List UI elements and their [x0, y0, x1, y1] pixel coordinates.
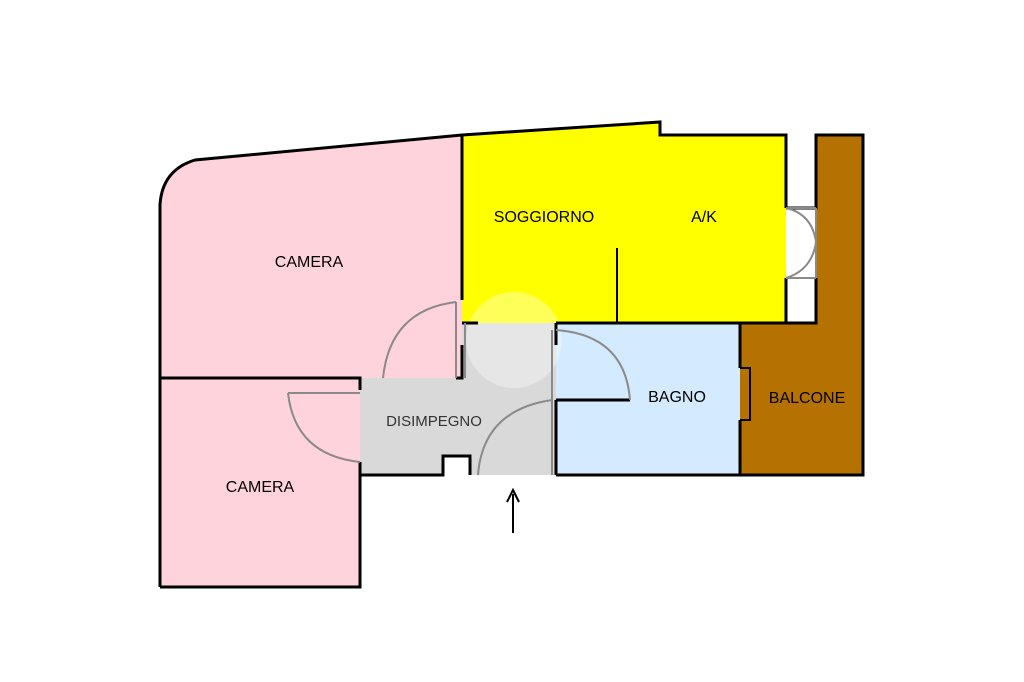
door-entrance [477, 399, 553, 476]
label-balcone: BALCONE [769, 390, 845, 407]
door-bagno [555, 329, 631, 401]
room-camera-top[interactable] [160, 135, 462, 378]
glare-spot [466, 292, 562, 388]
room-disimpegno[interactable] [360, 323, 556, 475]
room-bagno[interactable] [556, 323, 740, 475]
arrow-up-icon [506, 487, 520, 533]
room-soggiorno-ak[interactable] [462, 122, 786, 323]
label-ak: A/K [691, 209, 717, 226]
door-balcony [785, 207, 818, 279]
room-balcone[interactable] [740, 135, 863, 475]
door-camera-top [382, 301, 457, 379]
room-camera-bottom[interactable] [160, 378, 360, 587]
label-bagno: BAGNO [648, 389, 706, 406]
label-disimpegno: DISIMPEGNO [386, 413, 482, 430]
label-camera-top: CAMERA [275, 254, 344, 271]
label-camera-bottom: CAMERA [226, 479, 295, 496]
doors [287, 207, 818, 476]
door-camera-bottom [287, 392, 361, 463]
label-soggiorno: SOGGIORNO [494, 209, 594, 226]
